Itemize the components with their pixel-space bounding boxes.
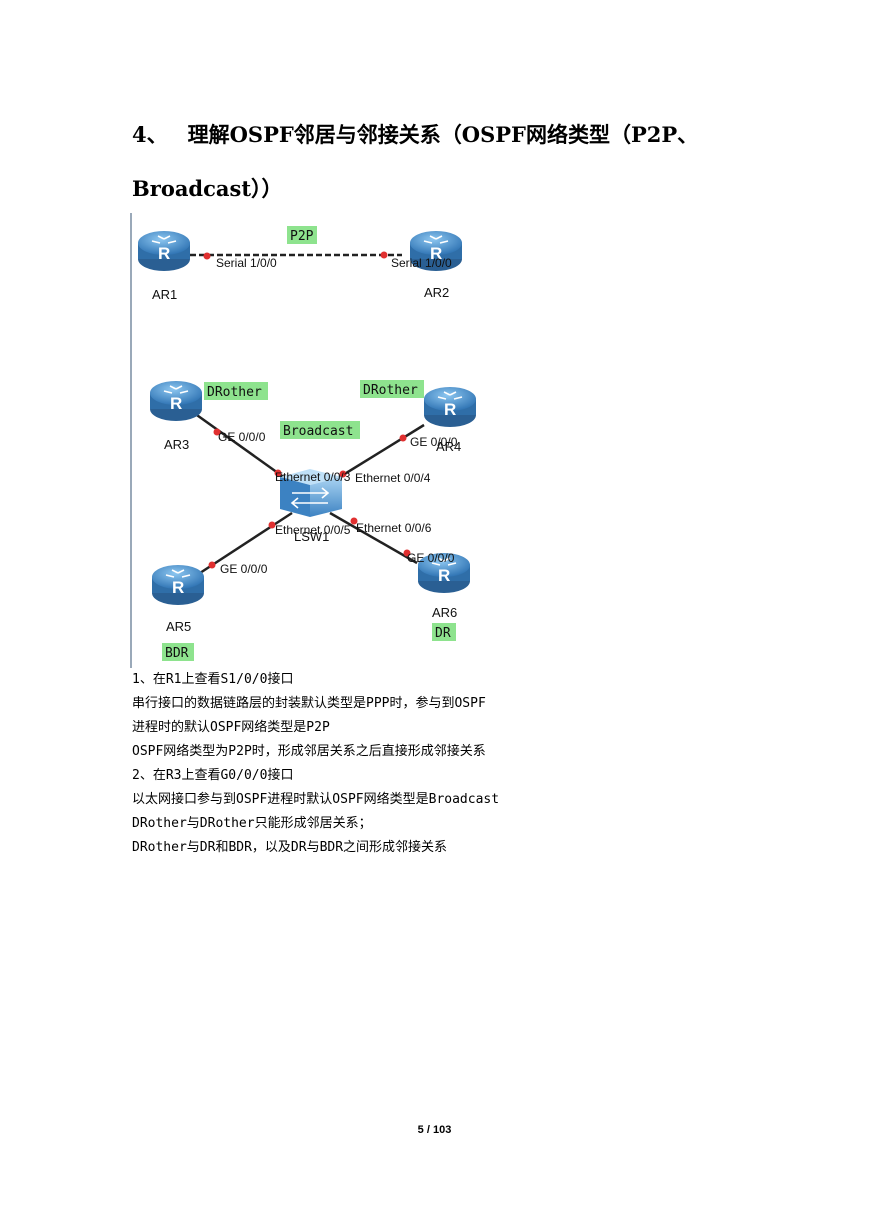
- section-title: 理解OSPF邻居与邻接关系（OSPF网络类型（P2P、Broadcast））: [132, 122, 699, 201]
- port-dot: [213, 428, 221, 436]
- switch-lsw1-icon: [280, 469, 342, 517]
- interface-sw-e6: Ethernet 0/0/6: [356, 521, 432, 535]
- text-line: OSPF网络类型为P2P时，形成邻居关系之后直接形成邻接关系: [132, 744, 486, 759]
- svg-text:Broadcast: Broadcast: [283, 424, 353, 439]
- role-tag-ar5: BDR: [162, 643, 194, 661]
- text-line: 串行接口的数据链路层的封装默认类型是PPP时，参与到OSPF: [132, 696, 486, 711]
- router-ar1-icon: [137, 230, 191, 272]
- svg-text:DR: DR: [435, 626, 451, 641]
- router-ar5-icon: [151, 564, 205, 606]
- interface-ar1-serial: Serial 1/0/0: [216, 256, 277, 270]
- interface-sw-e3: Ethernet 0/0/3: [275, 470, 351, 484]
- section-heading: 4、理解OSPF邻居与邻接关系（OSPF网络类型（P2P、Broadcast））: [132, 108, 772, 216]
- text-line: DRother与DR和BDR，以及DR与BDR之间形成邻接关系: [132, 840, 448, 855]
- interface-ar2-serial: Serial 1/0/0: [391, 256, 452, 270]
- router-ar4-label: AR4: [436, 439, 461, 454]
- port-dot: [399, 434, 407, 442]
- text-line: 以太网接口参与到OSPF进程时默认OSPF网络类型是Broadcast: [132, 792, 500, 807]
- interface-sw-e4: Ethernet 0/0/4: [355, 471, 431, 485]
- topology-diagram: R AR1 AR2 AR3 AR4 AR5 AR6 LSW1 Serial 1/…: [130, 213, 522, 668]
- text-line: 2、在R3上查看G0/0/0接口: [132, 768, 294, 783]
- router-ar4-icon: [423, 386, 477, 428]
- link-ar5-lsw1: [199, 511, 293, 575]
- p2p-tag: P2P: [287, 226, 317, 244]
- explanation-text: 1、在R1上查看S1/0/0接口 串行接口的数据链路层的封装默认类型是PPP时，…: [132, 668, 772, 860]
- interface-sw-e5: Ethernet 0/0/5: [275, 523, 351, 537]
- port-dot: [274, 469, 282, 477]
- port-dot: [350, 517, 358, 525]
- svg-text:P2P: P2P: [290, 229, 314, 244]
- router-ar6-label: AR6: [432, 605, 457, 620]
- router-ar3-icon: [149, 380, 203, 422]
- port-dot: [403, 549, 411, 557]
- text-line: 进程时的默认OSPF网络类型是P2P: [132, 720, 330, 735]
- port-dot: [208, 561, 216, 569]
- router-ar5-label: AR5: [166, 619, 191, 634]
- port-dot: [380, 251, 388, 259]
- role-tag-ar4: DRother: [360, 380, 424, 398]
- port-dot: [268, 521, 276, 529]
- port-dot: [339, 470, 347, 478]
- interface-ar3-ge: GE 0/0/0: [218, 430, 266, 444]
- router-ar1-label: AR1: [152, 287, 177, 302]
- svg-text:DRother: DRother: [207, 385, 262, 400]
- interface-ar4-ge: GE 0/0/0: [410, 435, 458, 449]
- role-tag-ar3: DRother: [204, 382, 268, 400]
- role-tag-ar6: DR: [432, 623, 456, 641]
- router-ar2-label: AR2: [424, 285, 449, 300]
- interface-ar5-ge: GE 0/0/0: [220, 562, 268, 576]
- interface-ar6-ge: GE 0/0/0: [407, 551, 455, 565]
- page-number: 5 / 103: [417, 1124, 452, 1136]
- text-line: DRother与DRother只能形成邻居关系；: [132, 816, 372, 831]
- router-ar3-label: AR3: [164, 437, 189, 452]
- switch-lsw1-label: LSW1: [294, 529, 329, 544]
- port-dot: [203, 252, 211, 260]
- broadcast-tag: Broadcast: [280, 421, 360, 439]
- section-number: 4、: [132, 122, 168, 147]
- svg-text:DRother: DRother: [363, 383, 418, 398]
- svg-text:BDR: BDR: [165, 646, 189, 661]
- text-line: 1、在R1上查看S1/0/0接口: [132, 672, 294, 687]
- link-ar6-lsw1: [329, 511, 418, 565]
